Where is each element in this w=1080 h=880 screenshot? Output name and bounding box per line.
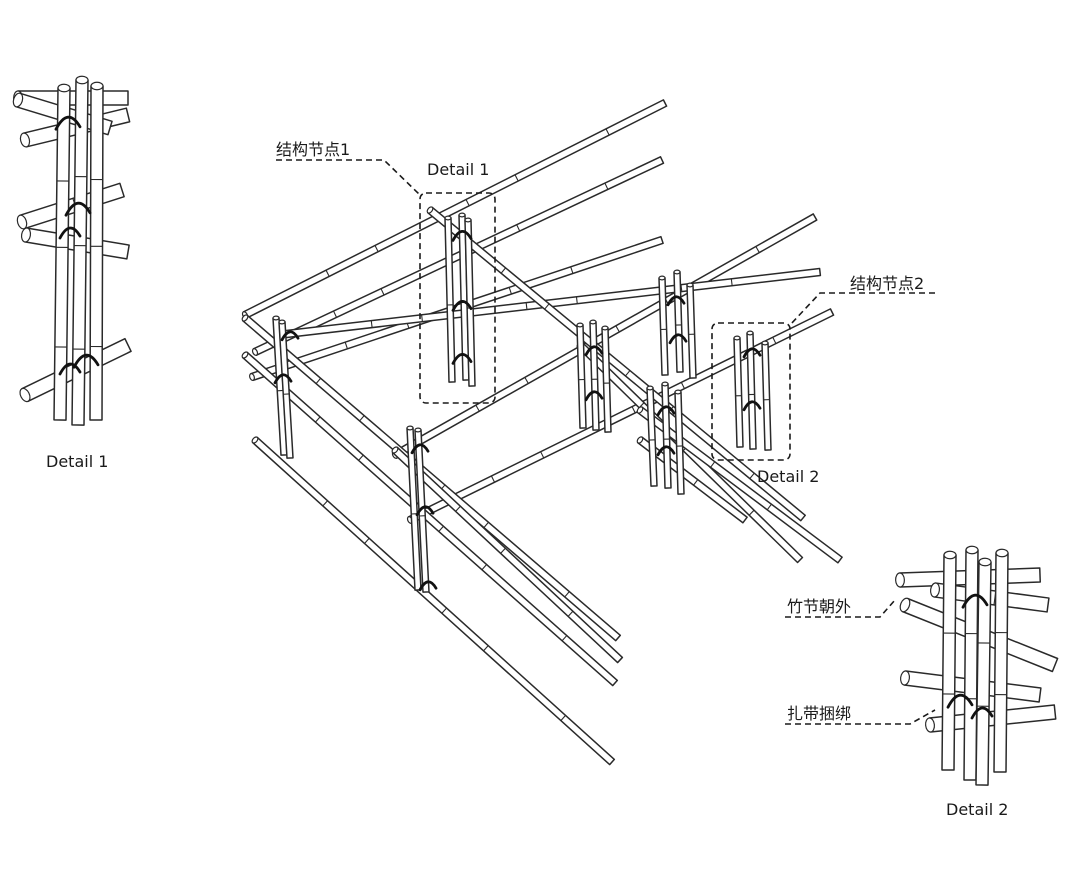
detail-1-cable-tie [64, 201, 92, 217]
upright-pole [601, 325, 612, 433]
detail-2-cable-tie [970, 706, 994, 720]
cable-tie [656, 405, 676, 417]
detail-1-sketch [12, 75, 132, 426]
upright-pole [686, 282, 697, 379]
node-2-leader-line [789, 292, 935, 326]
cable-tie [451, 230, 473, 242]
upright-pole [414, 427, 430, 593]
detail-1-cable-tie [58, 362, 82, 376]
upright-pole [646, 385, 658, 487]
detail-1-cross-pole [16, 182, 125, 230]
cable-tie [742, 347, 762, 359]
detail-1-upright-pole [53, 83, 71, 421]
cable-tie [280, 330, 300, 342]
detail-2-sketch [895, 545, 1059, 786]
main-structure [241, 99, 843, 766]
detail-1-dashed-box [419, 192, 496, 404]
node-1-leader-line [276, 159, 421, 196]
cable-tie [668, 333, 688, 345]
upright-pole [661, 381, 672, 489]
cable-tie [666, 295, 686, 307]
detail-1-cable-tie [54, 115, 82, 131]
detail-2-cable-tie [946, 693, 974, 709]
outward-nodes-leader-line [785, 599, 896, 618]
upright-pole [278, 319, 294, 459]
cross-pole [241, 351, 619, 687]
bamboo-nodes-outward-note: 竹节朝外 [787, 597, 852, 616]
detail-2-cross-pole [929, 582, 1050, 613]
cable-tie [451, 353, 473, 365]
detail-1-callout-label: Detail 1 [427, 160, 490, 179]
cross-pole [251, 436, 616, 766]
detail-2-cross-pole [924, 704, 1057, 733]
detail-1-upright-pole [71, 75, 89, 426]
detail-2-cable-tie [961, 593, 989, 609]
cable-tie [584, 390, 604, 402]
cable-tie [415, 505, 435, 517]
cable-tie-binding-note: 扎带捆绑 [787, 704, 852, 723]
upright-pole [658, 275, 669, 376]
cross-pole [391, 446, 624, 664]
detail-2-callout-label: Detail 2 [757, 467, 820, 486]
cable-tie [418, 580, 438, 592]
detail-2-upright-pole [941, 550, 957, 771]
detail-1-caption: Detail 1 [46, 452, 109, 471]
upright-pole [761, 340, 772, 451]
cable-tie [584, 345, 604, 357]
structure-node-1-label: 结构节点1 [276, 140, 351, 159]
cable-tie [410, 443, 430, 455]
detail-1-cable-tie [72, 353, 100, 369]
detail-1-upright-pole [89, 81, 104, 421]
cable-tie [273, 373, 293, 385]
detail-2-caption: Detail 2 [946, 800, 1009, 819]
upright-pole [733, 335, 744, 448]
cable-tie [656, 445, 676, 457]
cable-tie [742, 400, 762, 412]
cable-tie-leader-line [785, 709, 936, 725]
upright-pole [674, 389, 685, 495]
cable-tie [451, 300, 473, 312]
detail-1-cable-tie [58, 226, 82, 240]
upright-pole [746, 330, 757, 450]
upright-pole [464, 217, 476, 387]
detail-2-upright-pole [993, 548, 1009, 773]
long-pole [241, 99, 668, 319]
upright-pole [444, 215, 456, 383]
structure-node-2-label: 结构节点2 [850, 274, 925, 293]
detail-2-dashed-box [711, 322, 791, 461]
cross-pole [636, 406, 843, 564]
upright-pole [576, 322, 587, 429]
cross-pole [241, 314, 622, 642]
detail-2-upright-pole [975, 557, 992, 786]
